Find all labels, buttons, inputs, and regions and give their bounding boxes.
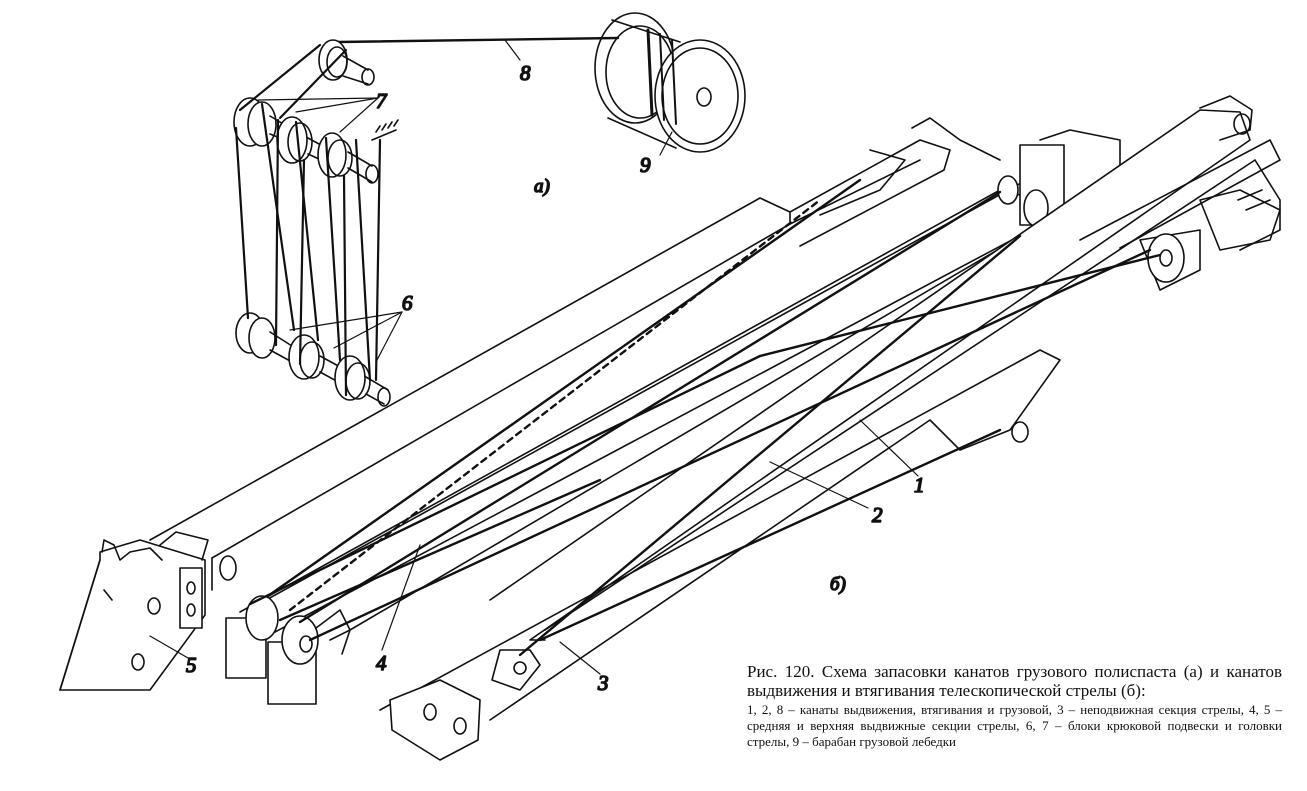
boom-head-sheaves: [233, 39, 399, 184]
upper-boom-section: [59, 117, 1001, 691]
label-9: 9: [640, 153, 651, 177]
label-1: 1: [914, 473, 925, 497]
winch-drum: [594, 12, 746, 153]
label-3: 3: [597, 671, 609, 695]
telescopic-boom: [59, 95, 1281, 761]
hoist-rope-falls: [234, 43, 382, 397]
label-6: 6: [402, 291, 413, 315]
callout-leaders-a: [257, 39, 673, 363]
figure-caption: Рис. 120. Схема запасовки канатов грузов…: [747, 662, 1282, 750]
label-8: 8: [520, 61, 531, 85]
hoist-pulley-system: [233, 12, 746, 407]
caption-title: Рис. 120. Схема запасовки канатов грузов…: [747, 662, 1282, 700]
panel-label-a: а): [534, 176, 550, 197]
hoist-rope: [336, 36, 620, 44]
panel-label-b: б): [830, 574, 846, 595]
label-2: 2: [872, 503, 883, 527]
label-5: 5: [186, 653, 197, 677]
extension-retraction-ropes: [248, 178, 1162, 657]
caption-legend: 1, 2, 8 – канаты выдвижения, втягивания …: [747, 702, 1282, 749]
label-4: 4: [376, 651, 387, 675]
callout-leaders-b: [149, 419, 919, 675]
fixed-boom-section: [379, 95, 1281, 761]
hook-block-sheaves: [235, 312, 391, 407]
label-7: 7: [376, 89, 388, 113]
